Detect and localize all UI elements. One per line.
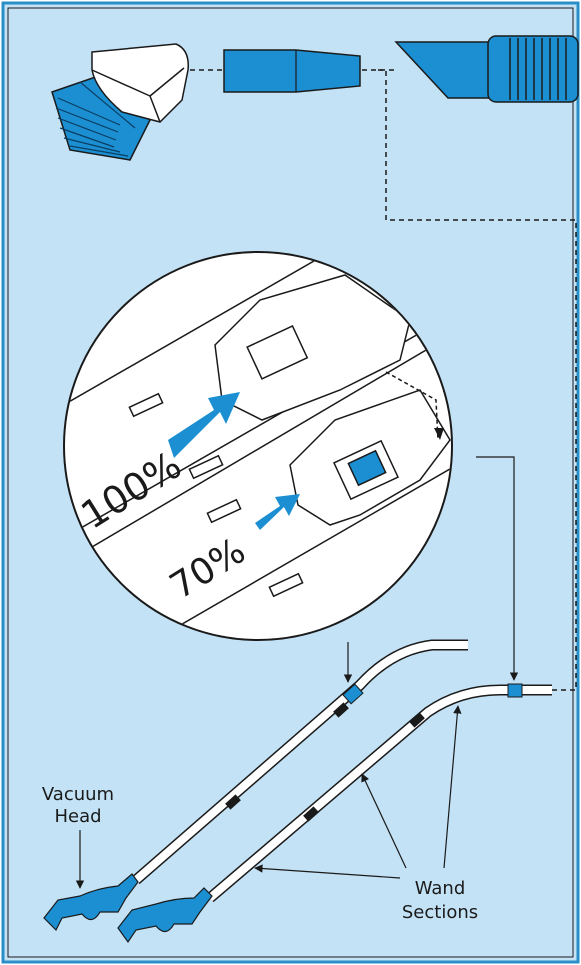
vacuum-head-label: Head <box>54 806 101 827</box>
vacuum-head-icon <box>43 873 213 944</box>
extension-nozzle-icon <box>223 49 361 93</box>
hose-end-icon <box>487 35 579 103</box>
magnified-detail-circle: 100% 70% <box>63 251 453 641</box>
wand-sections-label: Sections <box>402 902 478 923</box>
wand-upper <box>132 639 468 885</box>
wand-pointers <box>254 705 462 879</box>
arrow-100-icon <box>168 392 240 458</box>
wand-sections-label: Wand <box>415 878 466 899</box>
connector-line <box>378 69 577 691</box>
brush-attachment-icon <box>51 43 189 161</box>
wand-lower <box>206 683 552 903</box>
arrow-70-icon <box>255 494 300 530</box>
pointer-arrow <box>476 456 519 681</box>
vacuum-head-label: Vacuum <box>42 784 114 805</box>
